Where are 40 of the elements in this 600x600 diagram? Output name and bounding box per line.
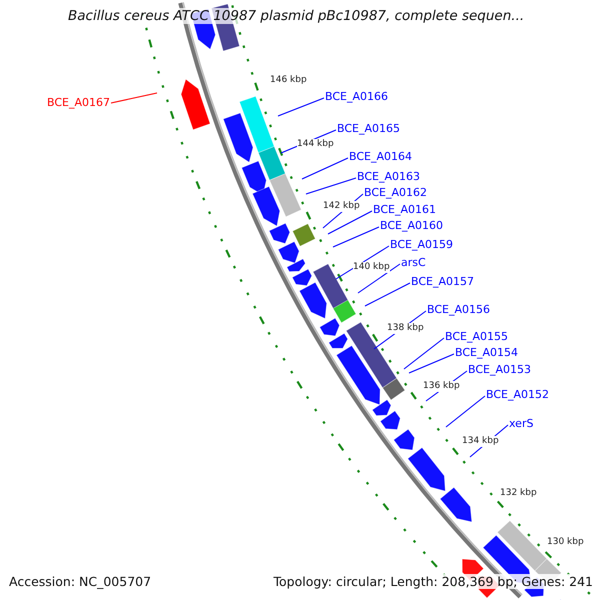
gene-label: BCE_A0154 xyxy=(455,346,518,360)
gene-label: BCE_A0166 xyxy=(325,90,388,104)
scale-label: 136 kbp xyxy=(423,381,460,392)
gene-label: BCE_A0157 xyxy=(411,275,474,288)
gene-label: BCE_A0167 xyxy=(46,96,110,110)
leader-line xyxy=(446,396,486,428)
scale-label: 146 kbp xyxy=(270,75,307,86)
leader-line xyxy=(332,226,380,248)
gene-label: arsC xyxy=(401,256,426,270)
gene-label: BCE_A0161 xyxy=(373,203,436,216)
scale-label: 138 kbp xyxy=(387,323,424,334)
gene-label: BCE_A0162 xyxy=(364,186,428,200)
gene-label: BCE_A0164 xyxy=(349,150,412,164)
leader-line xyxy=(306,178,356,194)
gene-label: BCE_A0165 xyxy=(337,122,400,136)
scale-label: 144 kbp xyxy=(297,139,334,150)
leader-line xyxy=(278,98,324,116)
leader-line xyxy=(364,282,410,306)
scale-label: 140 kbp xyxy=(353,262,390,273)
topology-text: Topology: circular; Length: 208,369 bp; Genes: 241 xyxy=(274,574,593,589)
scale-label: 130 kbp xyxy=(547,537,584,548)
leader-line xyxy=(328,210,372,234)
gene-label: BCE_A0153 xyxy=(468,363,532,376)
scale-label: 142 kbp xyxy=(323,201,360,212)
gene-label: BCE_A0160 xyxy=(380,219,444,232)
scale-label: 134 kbp xyxy=(462,436,499,447)
gene-label: BCE_A0156 xyxy=(427,303,490,316)
gene-label: xerS xyxy=(509,417,534,430)
leader-line xyxy=(110,92,158,104)
gene-label: BCE_A0159 xyxy=(390,238,454,252)
leader-line xyxy=(404,338,444,370)
gene-label: BCE_A0163 xyxy=(357,170,420,184)
leader-line xyxy=(408,354,454,374)
gene-label: BCE_A0152 xyxy=(486,388,550,402)
leader-line xyxy=(302,158,348,180)
scale-label: 132 kbp xyxy=(500,488,537,499)
map-title: Bacillus cereus ATCC 10987 plasmid pBc10987, complete sequen... xyxy=(68,8,524,24)
accession-text: Accession: NC_005707 xyxy=(9,574,152,589)
leader-line xyxy=(358,264,400,294)
gene-label: BCE_A0155 xyxy=(445,330,508,344)
